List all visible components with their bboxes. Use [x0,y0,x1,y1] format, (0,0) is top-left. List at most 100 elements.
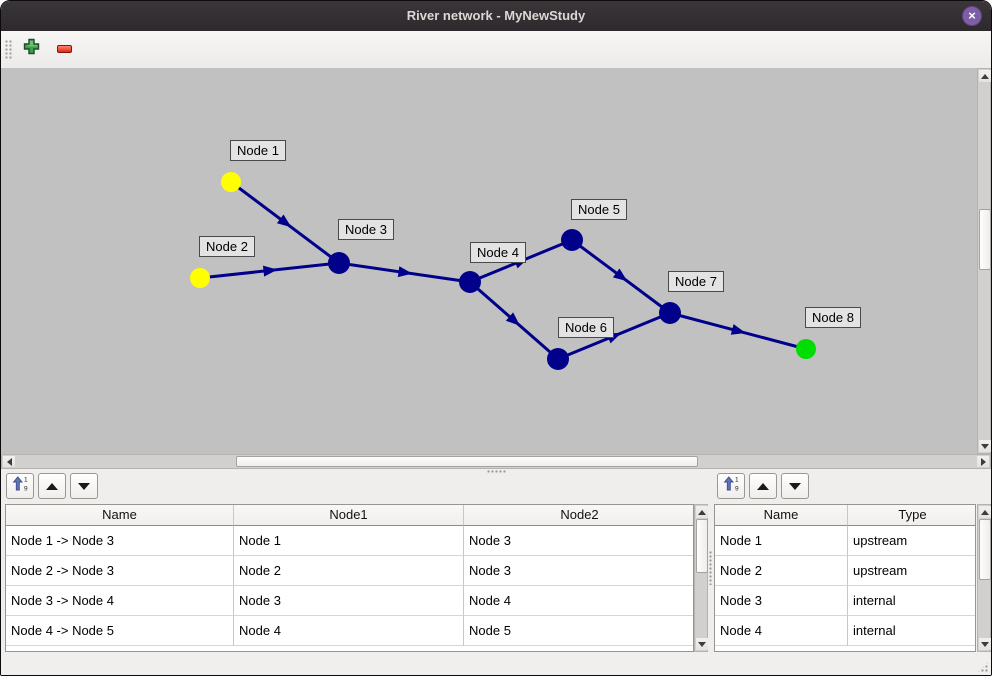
table-cell[interactable]: Node 4 [464,586,693,616]
canvas-hscrollbar[interactable] [1,454,991,469]
table-cell[interactable]: Node 1 -> Node 3 [6,526,234,556]
add-node-button[interactable] [18,36,44,62]
table-cell[interactable]: Node 4 [715,616,848,646]
resize-grip-icon[interactable] [977,661,989,673]
node-circle[interactable] [659,302,681,324]
left-move-down-button[interactable] [70,473,98,499]
node-circle[interactable] [561,229,583,251]
node-label[interactable]: Node 4 [470,242,526,263]
node-label[interactable]: Node 1 [230,140,286,161]
table-cell[interactable]: upstream [848,556,975,586]
table-cell[interactable]: Node 3 -> Node 4 [6,586,234,616]
table-cell[interactable]: Node 2 -> Node 3 [6,556,234,586]
table-cell[interactable]: Node 3 [234,586,464,616]
svg-text:9: 9 [735,486,739,493]
column-header[interactable]: Name [715,505,848,526]
right-move-down-button[interactable] [781,473,809,499]
node-label[interactable]: Node 6 [558,317,614,338]
river-network-canvas[interactable]: Node 1 Node 2 Node 3 Node 4 Node 5 Node 6 Node… [1,68,977,454]
node-circle[interactable] [221,172,241,192]
node-label[interactable]: Node 5 [571,199,627,220]
triangle-up-icon [757,482,769,490]
left-sort-button[interactable]: 1 9 [6,473,34,499]
column-header[interactable]: Name [6,505,234,526]
table-cell[interactable]: Node 3 [464,556,693,586]
edge-arrow-icon [276,214,292,228]
column-header[interactable]: Type [848,505,975,526]
node-label[interactable]: Node 8 [805,307,861,328]
horizontal-splitter[interactable] [1,469,991,474]
table-cell[interactable]: Node 2 [715,556,848,586]
scroll-down-icon[interactable] [696,638,708,650]
splitter-grip-icon [487,470,507,474]
scroll-up-icon[interactable] [979,506,991,518]
toolbar [1,31,991,69]
node-circle[interactable] [459,271,481,293]
svg-text:1: 1 [735,477,739,484]
toolbar-drag-handle[interactable] [5,40,13,60]
scroll-up-icon[interactable] [979,70,991,82]
table-cell[interactable]: Node 4 -> Node 5 [6,616,234,646]
plus-icon [23,38,40,60]
right-move-up-button[interactable] [749,473,777,499]
table-cell[interactable]: Node 2 [234,556,464,586]
node-circle[interactable] [190,268,210,288]
edge-arrow-icon [262,265,278,277]
column-header[interactable]: Node1 [234,505,464,526]
right-sort-button[interactable]: 1 9 [717,473,745,499]
titlebar[interactable]: River network - MyNewStudy × [1,1,991,31]
scroll-right-icon[interactable] [977,456,989,467]
sort-ascending-icon: 1 9 [723,475,740,497]
scroll-up-icon[interactable] [696,506,708,518]
minus-icon [56,45,72,53]
triangle-down-icon [789,482,801,490]
nodes-table-vscroll-thumb[interactable] [979,519,991,580]
triangle-up-icon [46,482,58,490]
scroll-down-icon[interactable] [979,638,991,650]
table-cell[interactable]: Node 5 [464,616,693,646]
canvas-vscrollbar[interactable] [977,68,991,454]
edge-arrow-icon [505,312,521,326]
triangle-down-icon [78,482,90,490]
left-move-up-button[interactable] [38,473,66,499]
edge-arrow-icon [397,266,413,278]
edge-arrow-icon [730,324,746,335]
table-cell[interactable]: Node 3 [715,586,848,616]
node-label[interactable]: Node 3 [338,219,394,240]
table-cell[interactable]: Node 4 [234,616,464,646]
node-label[interactable]: Node 7 [668,271,724,292]
node-circle[interactable] [547,348,569,370]
table-cell[interactable]: internal [848,616,975,646]
remove-node-button[interactable] [51,36,77,62]
node-circle[interactable] [796,339,816,359]
table-cell[interactable]: Node 1 [234,526,464,556]
scroll-down-icon[interactable] [979,440,991,452]
nodes-table-vscrollbar[interactable] [977,504,991,652]
close-icon[interactable]: × [962,6,982,26]
node-label[interactable]: Node 2 [199,236,255,257]
table-cell[interactable]: Node 3 [464,526,693,556]
node-circle[interactable] [328,252,350,274]
column-header[interactable]: Node2 [464,505,693,526]
edges-table-vscrollbar[interactable] [694,504,708,652]
table-cell[interactable]: Node 1 [715,526,848,556]
sort-ascending-icon: 1 9 [12,475,29,497]
scroll-left-icon[interactable] [3,456,15,467]
canvas-hscroll-thumb[interactable] [236,456,698,467]
edges-table-vscroll-thumb[interactable] [696,519,708,573]
table-cell[interactable]: upstream [848,526,975,556]
vertical-splitter[interactable] [709,551,713,585]
canvas-vscroll-thumb[interactable] [979,209,991,270]
table-cell[interactable]: internal [848,586,975,616]
status-bar [1,653,991,675]
